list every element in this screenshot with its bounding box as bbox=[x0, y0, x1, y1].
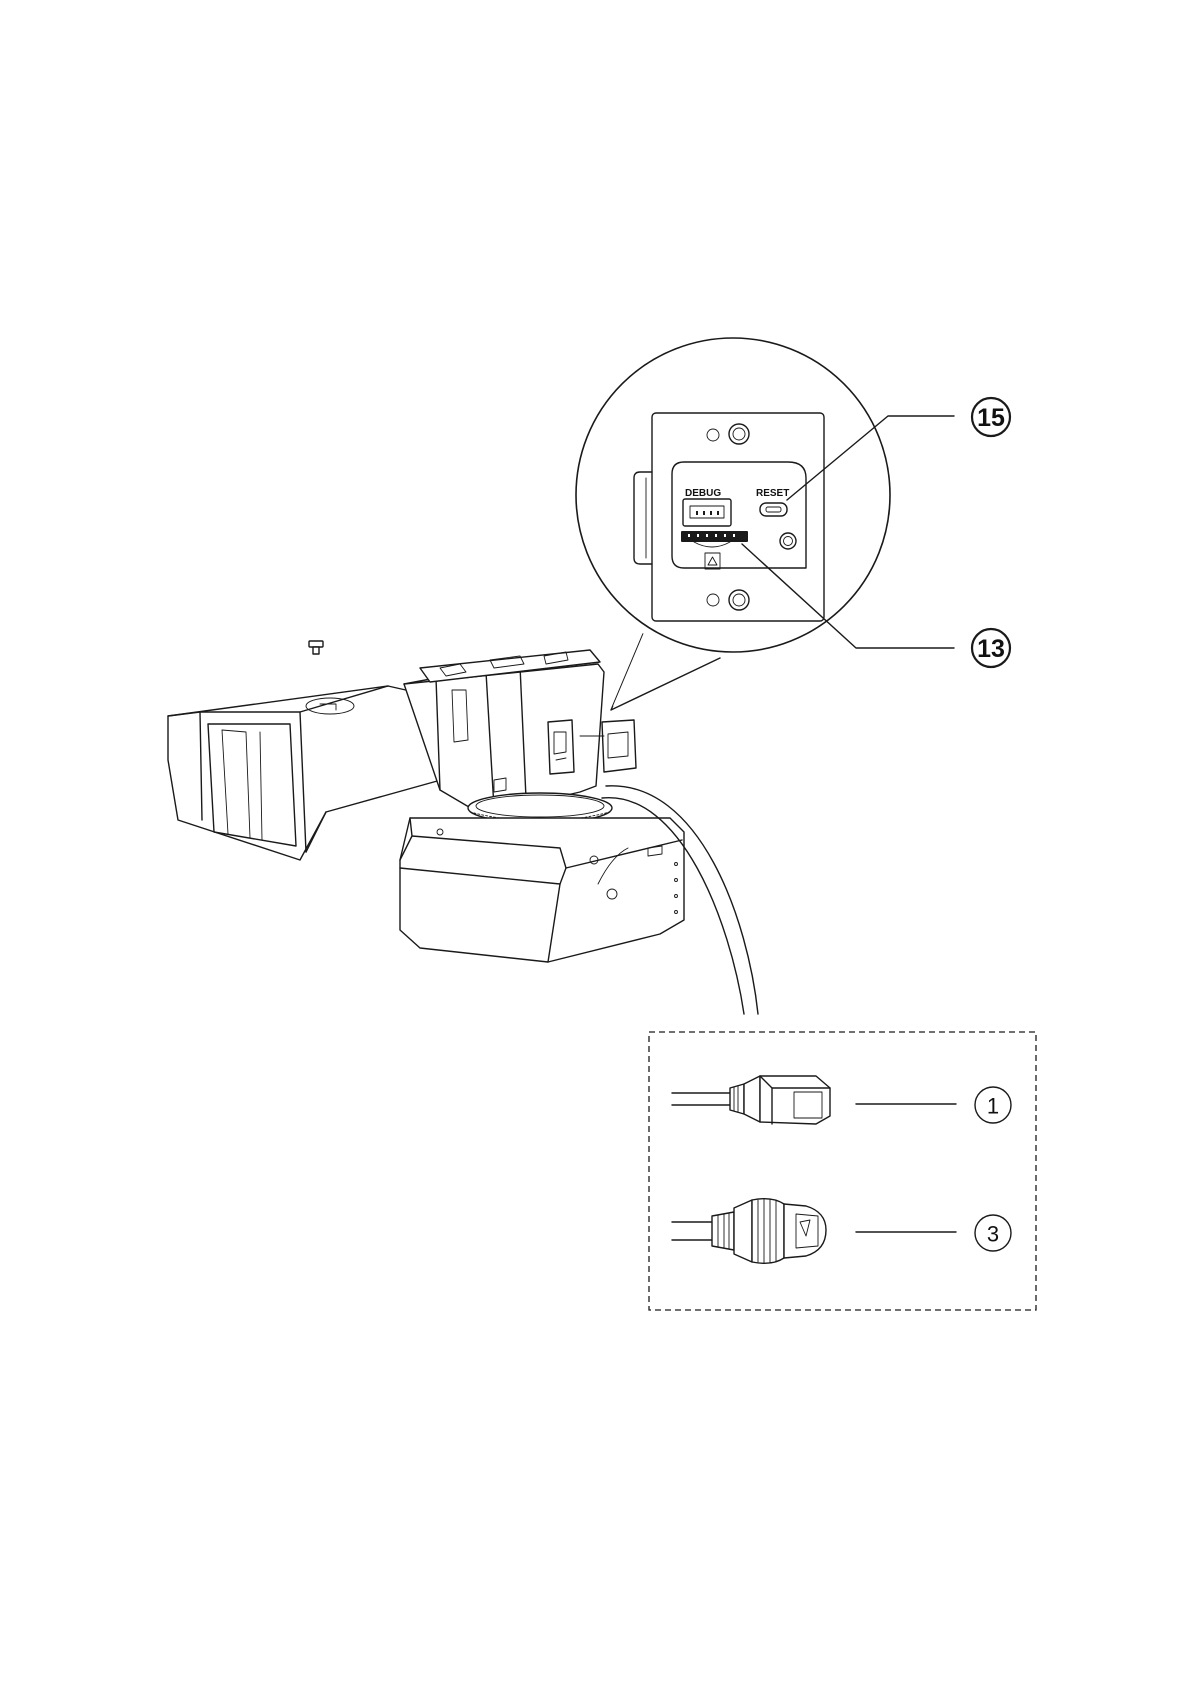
callout-13-number: 13 bbox=[977, 635, 1005, 663]
loose-screw bbox=[309, 641, 323, 654]
dc-power-connector bbox=[672, 1076, 830, 1124]
callout-15: 15 bbox=[972, 398, 1010, 436]
mounting-bracket bbox=[400, 818, 684, 962]
callout-15-number: 15 bbox=[977, 404, 1005, 432]
camera-assembly bbox=[168, 641, 758, 1014]
callout-3: 3 bbox=[975, 1215, 1011, 1251]
callout-1: 1 bbox=[975, 1087, 1011, 1123]
debug-port-label: DEBUG bbox=[685, 488, 721, 499]
port-cover-plate: DEBUG RESET bbox=[634, 413, 824, 621]
network-rj45-connector bbox=[672, 1199, 826, 1264]
zoom-detail-callout: DEBUG RESET bbox=[576, 338, 1010, 710]
callout-1-number: 1 bbox=[987, 1094, 999, 1119]
camera-body bbox=[404, 650, 636, 812]
callout-3-number: 3 bbox=[987, 1222, 999, 1247]
callout-13: 13 bbox=[972, 629, 1010, 667]
reset-button-label: RESET bbox=[756, 488, 789, 499]
cable-connectors-panel: 1 3 bbox=[649, 1032, 1036, 1310]
